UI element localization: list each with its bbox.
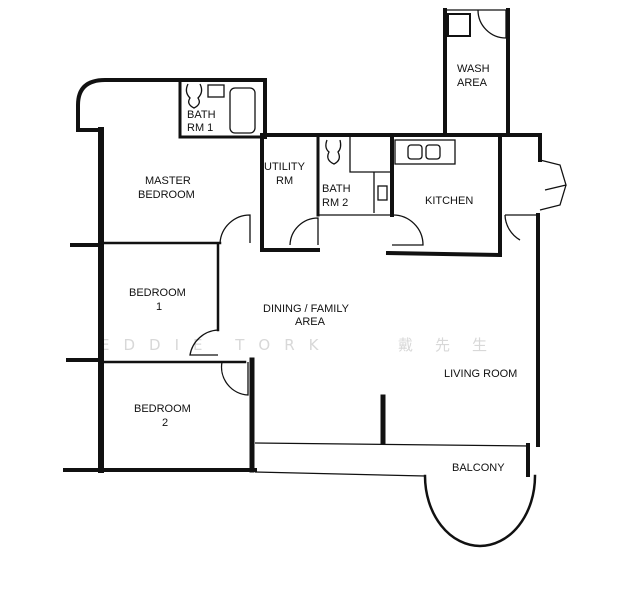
master-bedroom-outer-wall bbox=[76, 78, 267, 139]
utility-door[interactable] bbox=[289, 217, 319, 246]
right-door-swing bbox=[504, 214, 538, 241]
kitchen-door[interactable] bbox=[391, 214, 424, 246]
left-stub-walls bbox=[63, 243, 257, 472]
living-room-label: LIVING ROOM bbox=[444, 368, 517, 380]
balcony-label: BALCONY bbox=[452, 462, 505, 474]
master-door[interactable] bbox=[219, 214, 251, 244]
toilet-icon bbox=[185, 83, 203, 109]
watermark-latin: EDDIE TORK bbox=[100, 336, 332, 354]
utility-label-1: UTILITY bbox=[264, 161, 306, 173]
bath1-label-1: BATH bbox=[187, 109, 216, 121]
walls bbox=[63, 8, 567, 548]
utility-label-2: RM bbox=[276, 175, 293, 187]
kitchen-sink-right-icon bbox=[425, 144, 441, 160]
wash-door-swing bbox=[477, 9, 507, 39]
kitchen-sink-left-icon bbox=[407, 144, 423, 160]
kitchen-label: KITCHEN bbox=[425, 195, 473, 207]
sink-icon bbox=[207, 84, 225, 98]
master-bedroom-label-2: BEDROOM bbox=[138, 189, 195, 201]
bedroom2-door[interactable] bbox=[220, 361, 249, 396]
dining-label-2: AREA bbox=[295, 316, 326, 328]
bath2-toilet-icon bbox=[325, 139, 342, 165]
bath2-fixtures bbox=[318, 137, 392, 216]
balcony-rail bbox=[254, 442, 531, 447]
kitchen-counter bbox=[394, 139, 456, 165]
bedroom1-door[interactable] bbox=[189, 329, 219, 356]
master-bedroom-label-1: MASTER bbox=[145, 175, 191, 187]
balcony-door-leaves bbox=[539, 159, 567, 211]
bedroom-walls bbox=[99, 241, 247, 364]
bedroom2-label-2: 2 bbox=[162, 417, 168, 429]
wash-area-label-2: AREA bbox=[457, 77, 488, 89]
bedroom1-label-1: BEDROOM bbox=[129, 287, 186, 299]
bedroom2-label-1: BEDROOM bbox=[134, 403, 191, 415]
washer-icon bbox=[447, 13, 471, 37]
bath2-sink-icon bbox=[377, 185, 388, 201]
bath1-label-2: RM 1 bbox=[187, 122, 213, 134]
bath2-label-1: BATH bbox=[322, 183, 351, 195]
right-wall bbox=[526, 213, 540, 477]
wash-area-label-1: WASH bbox=[457, 63, 490, 75]
front-edge bbox=[254, 471, 426, 477]
kitchen-walls bbox=[385, 133, 503, 258]
bedroom1-label-2: 1 bbox=[156, 301, 162, 313]
wash-area-walls bbox=[443, 8, 542, 162]
bath2-label-2: RM 2 bbox=[322, 197, 348, 209]
dining-label-1: DINING / FAMILY bbox=[263, 303, 350, 315]
balcony-curve bbox=[423, 474, 537, 548]
utility-walls bbox=[260, 133, 507, 252]
watermark-chinese: 戴先生 bbox=[398, 336, 509, 354]
bath1-walls bbox=[178, 78, 267, 139]
bathtub-icon bbox=[229, 87, 256, 134]
